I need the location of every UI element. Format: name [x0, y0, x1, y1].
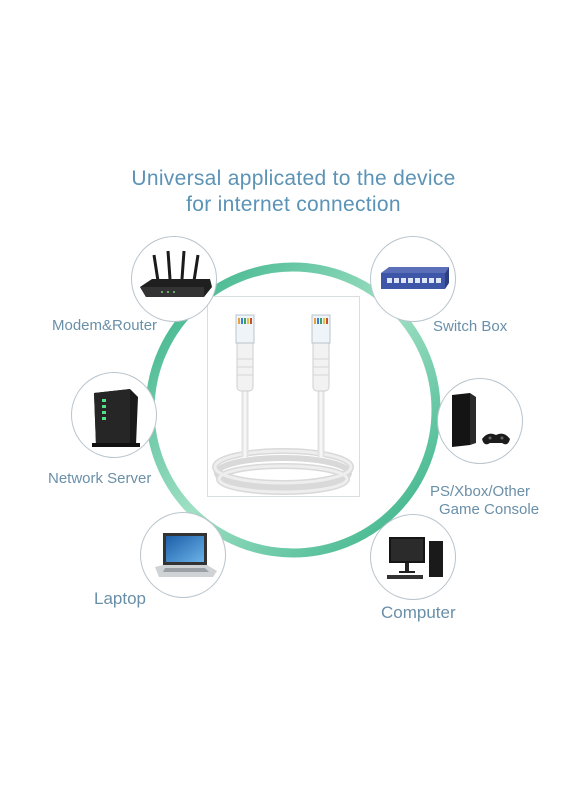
label-network-server: Network Server	[48, 470, 152, 487]
laptop-device	[140, 512, 226, 598]
heading-line-1: Universal applicated to the device	[131, 167, 456, 190]
label-laptop: Laptop	[94, 589, 146, 608]
label-game-console-line-1: PS/Xbox/Other	[430, 483, 531, 500]
label-computer: Computer	[381, 603, 456, 622]
game-console-device	[437, 378, 523, 464]
computer-device	[370, 514, 456, 600]
switch-device	[370, 236, 456, 322]
laptop-icon	[155, 533, 217, 577]
heading-line-2: for internet connection	[186, 193, 401, 216]
label-switch-box: Switch Box	[433, 318, 508, 335]
switch-icon	[381, 267, 449, 289]
server-device	[71, 372, 157, 458]
label-modem-router: Modem&Router	[52, 317, 158, 334]
server-icon	[92, 389, 140, 447]
router-icon	[140, 250, 212, 297]
router-device	[131, 236, 217, 322]
ethernet-cable-icon	[212, 314, 354, 495]
game-console-icon	[452, 393, 510, 447]
ethernet-cable-image	[207, 296, 360, 497]
computer-icon	[387, 537, 443, 579]
label-game-console-line-2: Game Console	[439, 501, 540, 518]
